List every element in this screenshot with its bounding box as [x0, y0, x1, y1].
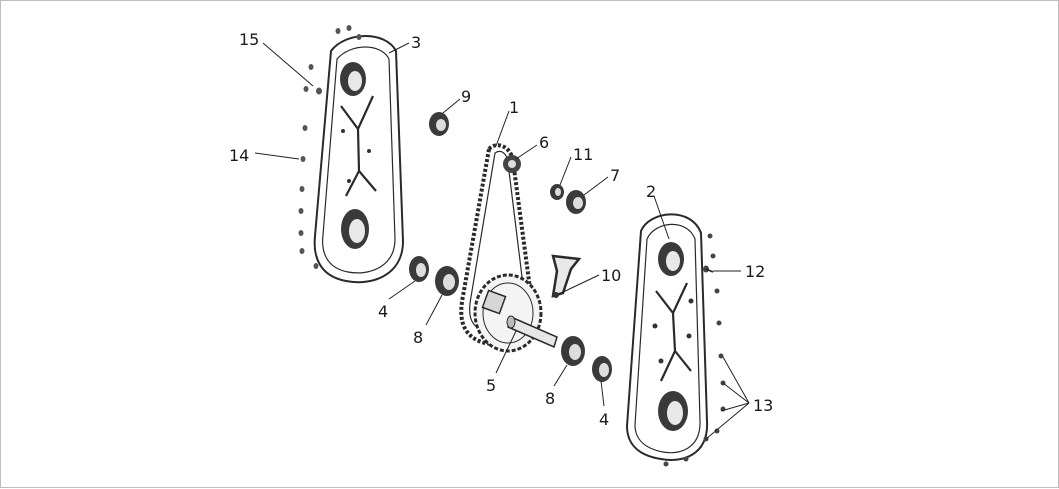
callout-5: 5 — [486, 376, 496, 395]
leader-lines — [254, 42, 750, 440]
callout-10: 10 — [601, 266, 621, 285]
callout-15: 15 — [239, 30, 259, 49]
left-chain-cover — [313, 35, 405, 284]
callout-14: 14 — [229, 146, 249, 165]
callout-3: 3 — [411, 33, 421, 52]
drive-sprocket-shaft-5 — [473, 273, 558, 353]
bearing-8-left — [435, 266, 459, 296]
callout-4-left: 4 — [378, 302, 388, 321]
callout-13: 13 — [753, 396, 773, 415]
washer-11 — [550, 184, 564, 200]
bearing-8-right — [561, 336, 585, 366]
callout-7: 7 — [610, 166, 620, 185]
small-sprocket-6 — [503, 155, 521, 173]
callout-6: 6 — [539, 133, 549, 152]
callout-8-right: 8 — [545, 389, 555, 408]
callout-1: 1 — [509, 98, 519, 117]
seal-4-left — [409, 256, 429, 282]
left-cover-screws — [298, 25, 362, 269]
callout-labels: 3 15 14 9 1 6 11 7 2 12 10 4 8 5 8 4 13 — [229, 30, 773, 429]
right-chain-cover — [625, 213, 709, 461]
callout-4-right: 4 — [599, 410, 609, 429]
callout-9: 9 — [461, 87, 471, 106]
callout-2: 2 — [646, 182, 656, 201]
bearing-7 — [566, 190, 586, 214]
callout-11: 11 — [573, 145, 593, 164]
bearing-9 — [429, 112, 449, 136]
chain-tensioner-10 — [551, 254, 582, 298]
callout-12: 12 — [745, 262, 765, 281]
pin-12 — [703, 265, 714, 273]
callout-8-left: 8 — [413, 328, 423, 347]
seal-4-right — [592, 356, 612, 382]
